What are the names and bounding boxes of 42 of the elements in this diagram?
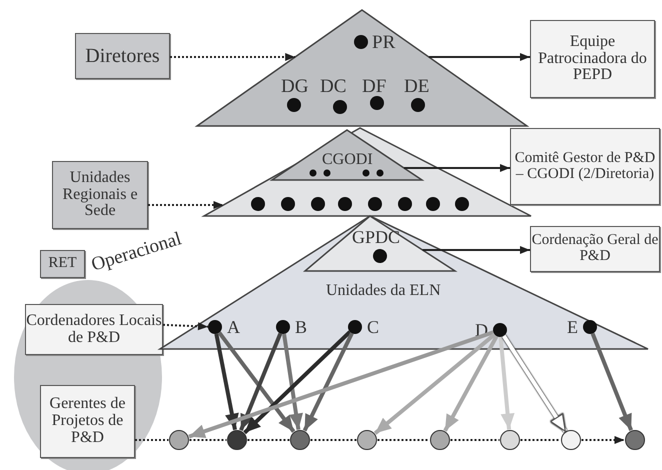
unit-label: E xyxy=(567,318,578,336)
level-label: GPDC xyxy=(352,228,400,246)
role-box: Cordenadores Locais de P&D xyxy=(25,304,163,355)
level-label: DE xyxy=(404,77,430,96)
arrow xyxy=(582,436,624,444)
arrow xyxy=(590,332,633,431)
arrow xyxy=(422,246,530,254)
role-box: Cordenação Geral de P&D xyxy=(530,226,660,272)
arrow xyxy=(404,164,510,172)
unit-label: A xyxy=(227,318,240,336)
unit-label: C xyxy=(367,318,380,336)
unit-label: B xyxy=(295,318,308,336)
level-label: CGODI xyxy=(322,152,373,168)
arrow xyxy=(162,322,208,330)
level-label: DC xyxy=(320,77,346,96)
arrow xyxy=(170,53,296,61)
arrow xyxy=(239,332,282,432)
arrow xyxy=(428,53,530,61)
arrow xyxy=(498,336,515,430)
arrow xyxy=(374,332,496,435)
hierarchy-triangle xyxy=(272,130,422,180)
arrow xyxy=(282,334,303,430)
arrow xyxy=(148,201,224,209)
role-box: Equipe Patrocinadora do PEPD xyxy=(530,20,655,98)
role-box: Gerentes de Projetos de P&D xyxy=(40,385,135,458)
role-box: RET xyxy=(40,250,85,278)
level-label: DF xyxy=(362,77,386,96)
hierarchy-triangle xyxy=(197,10,527,126)
arrow xyxy=(502,334,567,432)
arrow xyxy=(188,330,494,438)
role-box: Comitê Gestor de P&D – CGODI (2/Diretoria) xyxy=(510,128,660,205)
arrow xyxy=(443,335,498,432)
level-label: PR xyxy=(372,33,396,52)
role-box: Unidades Regionais e Sede xyxy=(52,161,148,229)
role-box: Diretores xyxy=(75,33,170,79)
arrow xyxy=(214,334,239,430)
arrow xyxy=(218,331,296,433)
arrow xyxy=(302,332,354,432)
level-label: DG xyxy=(281,77,308,96)
arrow xyxy=(243,330,352,434)
hierarchy-triangle xyxy=(305,216,455,271)
level-label: Unidades da ELN xyxy=(326,283,441,299)
